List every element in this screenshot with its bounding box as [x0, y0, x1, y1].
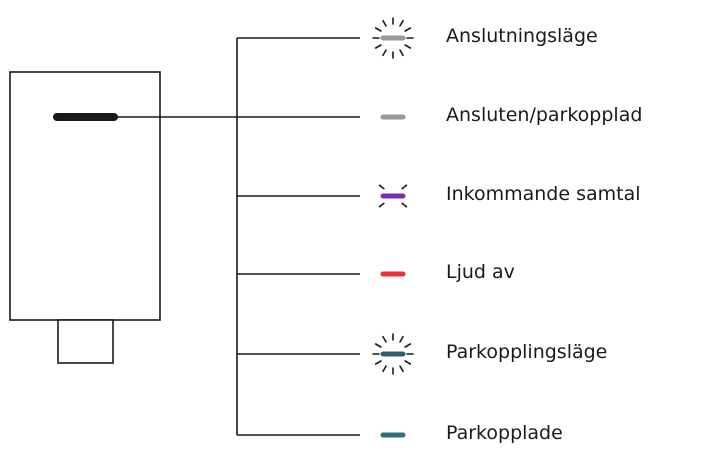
state-label-incoming-call: Inkommande samtal — [446, 183, 641, 205]
pulse-ray — [374, 44, 382, 49]
pulse-ray — [399, 335, 404, 343]
state-label-connection-mode: Anslutningsläge — [446, 25, 598, 47]
pulse-ray — [374, 27, 382, 32]
pulse-ray — [382, 19, 387, 27]
pulse-ray — [382, 365, 387, 373]
state-label-muted: Ljud av — [446, 261, 515, 283]
flash-ray — [378, 202, 385, 208]
pulse-ray — [404, 343, 412, 348]
flash-ray — [401, 202, 408, 208]
pulse-ray — [404, 44, 412, 49]
state-label-paired: Parkopplade — [446, 422, 563, 444]
pulse-ray — [374, 360, 382, 365]
flash-ray — [401, 184, 408, 190]
state-label-connected-paired: Ansluten/parkopplad — [446, 104, 643, 126]
led-indicator-pairing-mode — [372, 333, 414, 375]
tree-branches — [237, 37, 360, 436]
led-indicator-connection-mode — [372, 17, 414, 59]
pulse-ray — [399, 365, 404, 373]
device-connector — [57, 319, 114, 364]
flash-ray — [378, 184, 385, 190]
device-body — [9, 71, 161, 321]
state-label-pairing-mode: Parkopplingsläge — [446, 341, 608, 363]
led-indicator-incoming-call — [378, 184, 408, 208]
pulse-ray — [374, 343, 382, 348]
pulse-ray — [382, 335, 387, 343]
pulse-ray — [404, 27, 412, 32]
pulse-ray — [399, 49, 404, 57]
pulse-ray — [404, 360, 412, 365]
status-led-indicators — [372, 17, 414, 438]
pulse-ray — [382, 49, 387, 57]
pulse-ray — [399, 19, 404, 27]
